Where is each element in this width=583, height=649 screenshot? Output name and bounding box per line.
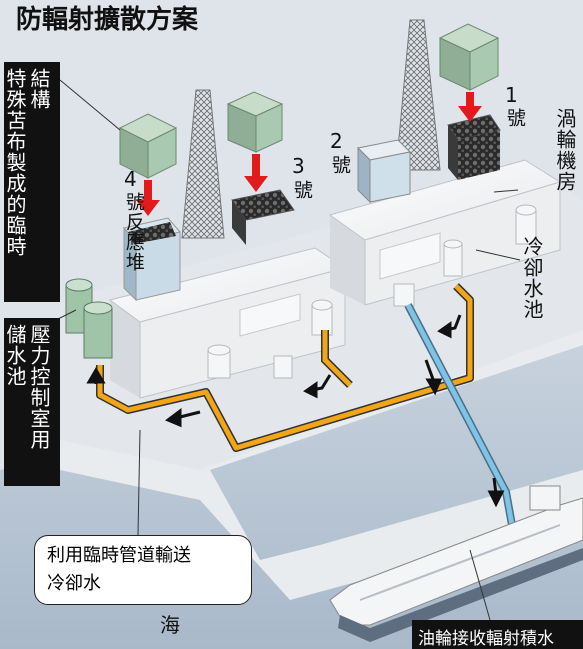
structure-label-line2: 特殊苫布製成的臨時 [3, 68, 27, 257]
storage-tanks [65, 278, 113, 359]
reactor1-label: 號 [503, 108, 526, 128]
diagram-title: 防輻射擴散方案 [16, 5, 199, 35]
reactor1-damaged [447, 114, 501, 180]
structure-label-box: 結構 特殊苫布製成的臨時 [3, 62, 60, 302]
tarp-cover-1 [438, 23, 500, 91]
pool-label-box: 儲水池 壓力控制室用 [3, 318, 60, 486]
lowering-arrow-4 [136, 180, 160, 216]
reactor2-box [356, 139, 412, 204]
lowering-arrow-1 [458, 92, 482, 122]
pipe-caption: 利用臨時管道輸送 冷卻水 [34, 535, 252, 605]
cooling-pool-label: 冷卻水池 [520, 236, 544, 320]
lowering-arrow-3 [244, 154, 268, 192]
pipe-caption-line2: 冷卻水 [47, 573, 101, 594]
exhaust-tower-left [181, 89, 225, 239]
tarp-cover-3 [226, 91, 284, 153]
turbine-hall-label: 渦輪機房 [553, 108, 577, 192]
reactor2-label: 號 [328, 155, 351, 175]
reactor1-number: 1 [505, 83, 518, 107]
flow-arrows [86, 314, 505, 508]
pool-label-line2: 壓力控制室用 [27, 324, 51, 450]
reactor4-number: 4 [124, 167, 137, 191]
reactor3-label: 號 [290, 180, 313, 200]
sea-label: 海 [160, 613, 180, 637]
tanker-caption: 油輪接收輻射積水 [412, 620, 583, 649]
reactor3-number: 3 [292, 154, 305, 178]
structure-label-line1: 結構 [27, 68, 51, 110]
reactor4-label: 號反應堆 [122, 192, 145, 272]
pipe-caption-line1: 利用臨時管道輸送 [47, 545, 191, 566]
exhaust-tower-right [395, 19, 441, 171]
pool-label-line1: 儲水池 [3, 324, 27, 387]
reactor4-damaged [123, 217, 181, 302]
reactor3-damaged [231, 189, 295, 245]
tanker-ship [329, 485, 583, 642]
tarp-cover-4 [118, 113, 178, 179]
white-tanks [207, 204, 537, 379]
reactor2-number: 2 [330, 129, 343, 153]
